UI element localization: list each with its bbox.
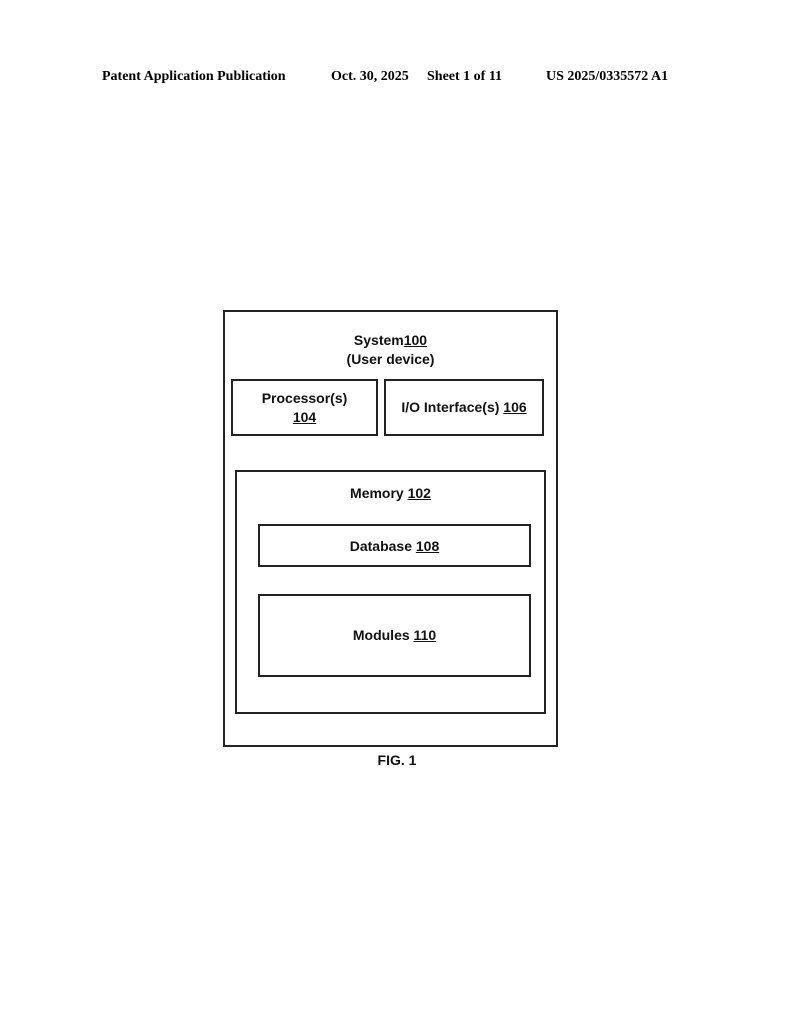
system-box <box>223 310 558 747</box>
database-title: Database 108 <box>258 538 531 554</box>
figure-label: FIG. 1 <box>377 752 417 768</box>
system-title: System100 <box>223 332 558 348</box>
memory-title: Memory 102 <box>235 485 546 501</box>
system-subtitle: (User device) <box>346 351 435 367</box>
publication-type: Patent Application Publication <box>102 69 286 84</box>
memory-box <box>235 470 546 714</box>
memory-label: Memory <box>350 485 408 501</box>
sheet-number: Sheet 1 of 11 <box>427 69 503 84</box>
modules-ref: 110 <box>413 627 437 643</box>
io-interface-title: I/O Interface(s) 106 <box>384 399 544 415</box>
system-label: System <box>353 332 404 348</box>
io-interface-label: I/O Interface(s) <box>401 399 504 415</box>
publication-date: Oct. 30, 2025 <box>331 69 409 84</box>
system-ref: 100 <box>403 332 428 348</box>
database-ref: 108 <box>415 538 440 554</box>
io-interface-ref: 106 <box>503 399 527 415</box>
processor-label: Processor(s) <box>261 390 348 406</box>
modules-title: Modules 110 <box>258 627 531 643</box>
modules-label: Modules <box>352 627 414 643</box>
modules-box <box>258 594 531 677</box>
database-box <box>258 524 531 567</box>
processor-ref: 104 <box>292 409 317 425</box>
io-interface-box <box>384 379 544 436</box>
memory-ref: 102 <box>407 485 431 501</box>
processor-box <box>231 379 378 436</box>
patent-number: US 2025/0335572 A1 <box>546 69 669 84</box>
database-label: Database <box>349 538 416 554</box>
